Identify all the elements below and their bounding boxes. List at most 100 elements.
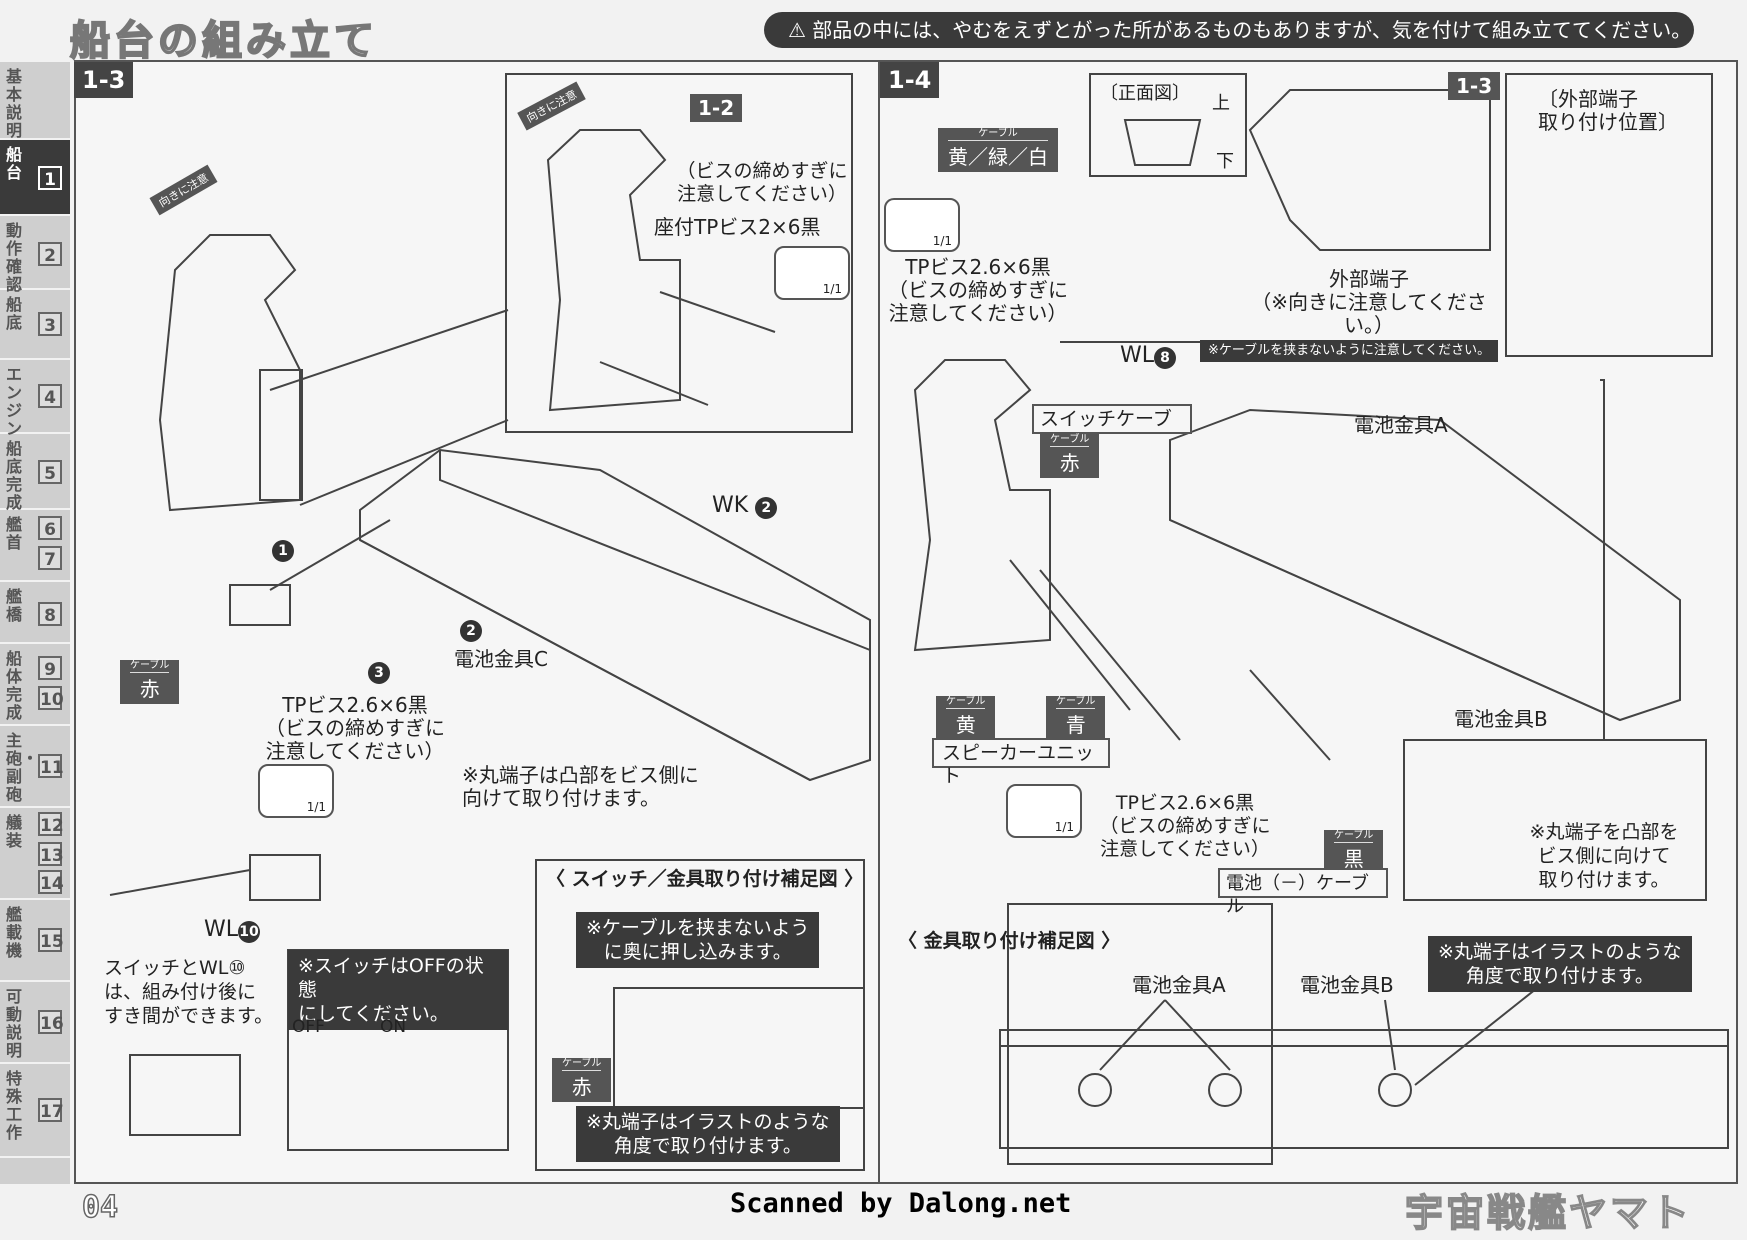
- sidebar-item-movement[interactable]: 可動説明 16: [0, 982, 70, 1064]
- stand-part-inset: [546, 129, 681, 412]
- battery-neg-cable-label: 電池（－）ケーブル: [1226, 873, 1369, 917]
- page-title: 船台の組み立て: [69, 16, 378, 65]
- angle-note-left: ※丸端子はイラストのような 角度で取り付けます。: [576, 1106, 840, 1162]
- sidebar-item-label: 船底: [6, 295, 23, 332]
- battery-b-supplement-label: 電池金具B: [1300, 973, 1394, 997]
- cable-color-label: 黄: [955, 713, 976, 737]
- sidebar-item-bridge[interactable]: 艦橋 8: [0, 582, 70, 644]
- sidebar-item-ship-stand[interactable]: 船台 1: [0, 140, 70, 216]
- cable-red-tag: ケーブル 赤: [120, 660, 180, 704]
- sidebar-item-label: 艦橋: [6, 587, 23, 624]
- sidebar-item-number: 14: [38, 870, 64, 894]
- sidebar-item-operation-check[interactable]: 動作確認 2: [0, 216, 70, 294]
- sidebar-item-number: 5: [38, 460, 62, 484]
- cable-small-label: ケーブル: [1056, 696, 1096, 709]
- wl-text: WL: [1120, 343, 1155, 368]
- sidebar-item-basic[interactable]: 基本説明: [0, 62, 70, 140]
- sidebar-item-label: 艦載機: [6, 905, 23, 960]
- switch-on-label: ON: [380, 1017, 407, 1037]
- step-label-1-4: 1-4: [880, 62, 940, 98]
- step-number-2: 2: [460, 620, 482, 642]
- sidebar-item-bow[interactable]: 艦首 6 7: [0, 510, 70, 582]
- quantity-fraction: 1/1: [306, 800, 326, 814]
- panel-divider: [878, 60, 880, 1184]
- angle-note-right: ※丸端子はイラストのような 角度で取り付けます。: [1428, 936, 1692, 992]
- sidebar-item-hull-finish[interactable]: 船体完成 9 10: [0, 644, 70, 726]
- stand-part-left: [158, 234, 301, 512]
- cable-color-label: 黄／緑／白: [948, 145, 1048, 169]
- step-number-3: 3: [368, 662, 390, 684]
- sidebar-item-label: 特殊工作: [6, 1069, 23, 1142]
- sidebar-item-main-guns[interactable]: 主砲・副砲 11: [0, 726, 70, 808]
- cable-pinch-warning: ※ケーブルを挟まないように注意してください。: [1200, 340, 1499, 362]
- sidebar-item-label: 艦首: [6, 515, 23, 552]
- cable-small-label: ケーブル: [130, 660, 170, 673]
- sidebar-item-fittings[interactable]: 艤装 12 13 14: [0, 808, 70, 900]
- gap-note: スイッチとWL⑩ は、組み付け後に すき間ができます。: [104, 957, 274, 1027]
- external-terminal-position-label: 〔外部端子 取り付け位置〕: [1538, 87, 1678, 134]
- cable-color-label: 赤: [139, 677, 160, 701]
- cable-red-tag-right: ケーブル 赤: [1040, 434, 1100, 478]
- sidebar-item-special[interactable]: 特殊工作 17: [0, 1064, 70, 1158]
- cable-color-label: 青: [1065, 713, 1086, 737]
- sidebar-item-hull-complete[interactable]: 船底完成 5: [0, 434, 70, 512]
- sidebar-item-aircraft[interactable]: 艦載機 15: [0, 900, 70, 982]
- cable-black-tag: ケーブル 黒: [1324, 830, 1384, 874]
- sidebar-item-label: 主砲・副砲: [6, 731, 39, 804]
- page-number: 04: [81, 1189, 119, 1226]
- sidebar-item-label: 動作確認: [6, 221, 23, 294]
- battery-a-supplement-label: 電池金具A: [1132, 973, 1226, 997]
- sidebar-item-number: 8: [38, 602, 62, 626]
- sidebar-item-label: 船体完成: [6, 649, 23, 722]
- speaker-unit-box: スピーカーユニット: [932, 738, 1110, 787]
- quantity-fraction: 1/1: [1054, 820, 1074, 834]
- sidebar-item-number: 1: [38, 166, 62, 190]
- sidebar-item-label: 基本説明: [6, 67, 23, 140]
- reference-step-label: 1-3: [1448, 72, 1501, 100]
- step-label-1-3: 1-3: [74, 62, 134, 98]
- screw-caution-text-right-2: TPビス2.6×6黒 （ビスの締めすぎに 注意してください）: [1099, 792, 1271, 860]
- switch-off-note: ※スイッチはOFFの状態 にしてください。: [288, 950, 508, 1030]
- sidebar-item-number: 7: [38, 546, 62, 570]
- speaker-unit-label: スピーカーユニット: [942, 742, 1095, 787]
- front-view-label: 〔正面図〕: [1100, 83, 1190, 104]
- inset-caution-text: （ビスの締めすぎに 注意してください）: [676, 160, 848, 205]
- cable-blue-tag: ケーブル 青: [1046, 696, 1106, 740]
- battery-a-label: 電池金具A: [1354, 413, 1448, 437]
- external-terminal-label: 外部端子 （※向きに注意してください。）: [1251, 267, 1487, 337]
- sidebar-item-number: 10: [38, 686, 64, 710]
- sidebar-item-label: 船台: [6, 145, 23, 182]
- screw-icon-box: 1/1: [774, 246, 850, 300]
- down-label: 下: [1216, 151, 1234, 172]
- sidebar-item-hull-bottom[interactable]: 船底 3: [0, 290, 70, 360]
- sidebar-item-number: 17: [38, 1098, 64, 1122]
- fitting-supplement-title: 〈 金具取り付け補足図 〉: [898, 930, 1121, 952]
- up-label: 上: [1212, 93, 1230, 114]
- quantity-fraction: 1/1: [932, 234, 952, 248]
- screw-caution-text: TPビス2.6×6黒 （ビスの締めすぎに 注意してください）: [265, 693, 445, 763]
- battery-b-label: 電池金具B: [1454, 707, 1548, 731]
- wl10-label: WL10: [204, 918, 261, 943]
- sidebar-item-number: 6: [38, 516, 62, 540]
- wl-number: 8: [1154, 347, 1177, 369]
- sidebar-item-number: 15: [38, 928, 64, 952]
- sidebar-item-engine[interactable]: エンジン 4: [0, 360, 70, 438]
- hull-tray-right-top: [1248, 89, 1491, 251]
- sidebar-item-label: 船底完成: [6, 439, 23, 512]
- sidebar-item-label: エンジン: [6, 365, 23, 438]
- sidebar-item-number: 11: [38, 754, 64, 778]
- footer-title: 宇宙戦艦ヤマト: [1404, 1189, 1693, 1236]
- stand-part-right: [913, 359, 1051, 652]
- sidebar: 基本説明 船台 1 動作確認 2 船底 3 エンジン 4 船底完成 5 艦首 6…: [0, 62, 70, 1184]
- wk-part-number: 2: [755, 497, 778, 519]
- quantity-fraction: 1/1: [822, 282, 842, 296]
- switch-cable-box: スイッチケーブル: [1032, 404, 1192, 453]
- sidebar-item-label: 艤装: [6, 813, 23, 850]
- cable-small-label: ケーブル: [946, 696, 986, 709]
- scan-credit: Scanned by Dalong.net: [730, 1188, 1072, 1219]
- sidebar-item-number: 4: [38, 384, 62, 408]
- screw-icon-box: 1/1: [884, 198, 960, 252]
- round-terminal-note: ※丸端子は凸部をビス側に 向けて取り付けます。: [462, 763, 699, 810]
- cable-color-label: 赤: [1059, 451, 1080, 475]
